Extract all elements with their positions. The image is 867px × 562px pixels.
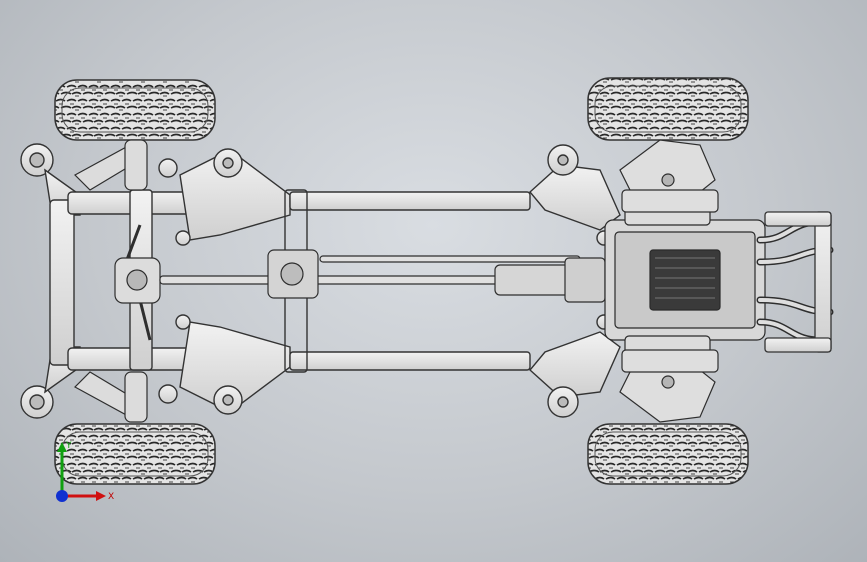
front-left-wheel[interactable] [54,79,216,141]
y-axis-arrowhead [57,442,67,452]
x-axis-arrowhead [96,491,106,501]
z-axis-dot [56,490,68,502]
y-axis-label: Y [65,441,72,451]
rear-left-wheel[interactable] [587,77,749,141]
engine-block[interactable] [604,204,766,357]
front-subframe[interactable] [20,143,291,419]
front-suspension[interactable] [74,139,161,423]
rear-right-wheel[interactable] [587,423,749,485]
chassis-frame-rails[interactable] [175,144,621,418]
x-axis-label: X [108,492,114,502]
drive-shaft[interactable] [159,249,606,303]
rear-crossmember[interactable] [764,211,832,353]
rear-suspension[interactable] [619,139,719,423]
coordinate-triad: X Y [56,441,114,502]
